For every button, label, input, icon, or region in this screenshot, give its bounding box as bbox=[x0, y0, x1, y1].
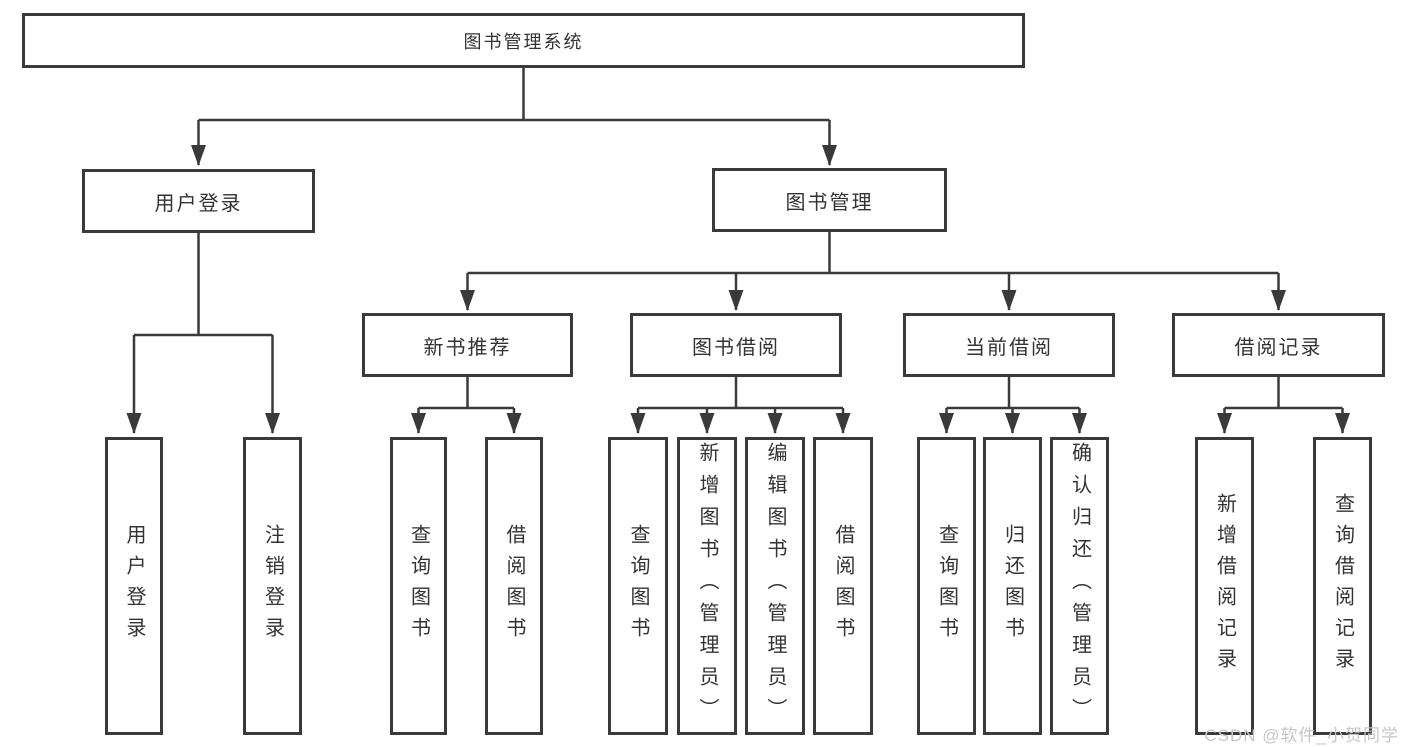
leaf-query-books-recommend: 查询图书 bbox=[390, 437, 447, 735]
leaf-borrow-books-recommend: 借阅图书 bbox=[485, 437, 543, 735]
watermark: CSDN @软件_小贺同学 bbox=[1204, 726, 1399, 745]
leaf-edit-book-admin: 编辑图书（管理员） bbox=[745, 437, 805, 735]
node-current-borrowing: 当前借阅 bbox=[903, 313, 1115, 377]
leaf-borrow-books-borrowing: 借阅图书 bbox=[813, 437, 873, 735]
node-book-management: 图书管理 bbox=[712, 168, 947, 232]
node-new-book-recommend: 新书推荐 bbox=[362, 313, 573, 377]
leaf-query-books-current: 查询图书 bbox=[917, 437, 976, 735]
node-borrowing-records: 借阅记录 bbox=[1172, 313, 1385, 377]
node-library-management-system: 图书管理系统 bbox=[22, 13, 1025, 68]
leaf-user-login: 用户登录 bbox=[105, 437, 163, 735]
leaf-logout: 注销登录 bbox=[243, 437, 302, 735]
leaf-confirm-return-admin: 确认归还（管理员） bbox=[1050, 437, 1109, 735]
leaf-add-borrow-record: 新增借阅记录 bbox=[1195, 437, 1254, 735]
leaf-query-books-borrowing: 查询图书 bbox=[608, 437, 668, 735]
leaf-query-borrow-record: 查询借阅记录 bbox=[1313, 437, 1372, 735]
node-user-login: 用户登录 bbox=[82, 169, 315, 233]
node-book-borrowing: 图书借阅 bbox=[630, 313, 842, 377]
leaf-return-book: 归还图书 bbox=[983, 437, 1042, 735]
leaf-add-book-admin: 新增图书（管理员） bbox=[677, 437, 737, 735]
